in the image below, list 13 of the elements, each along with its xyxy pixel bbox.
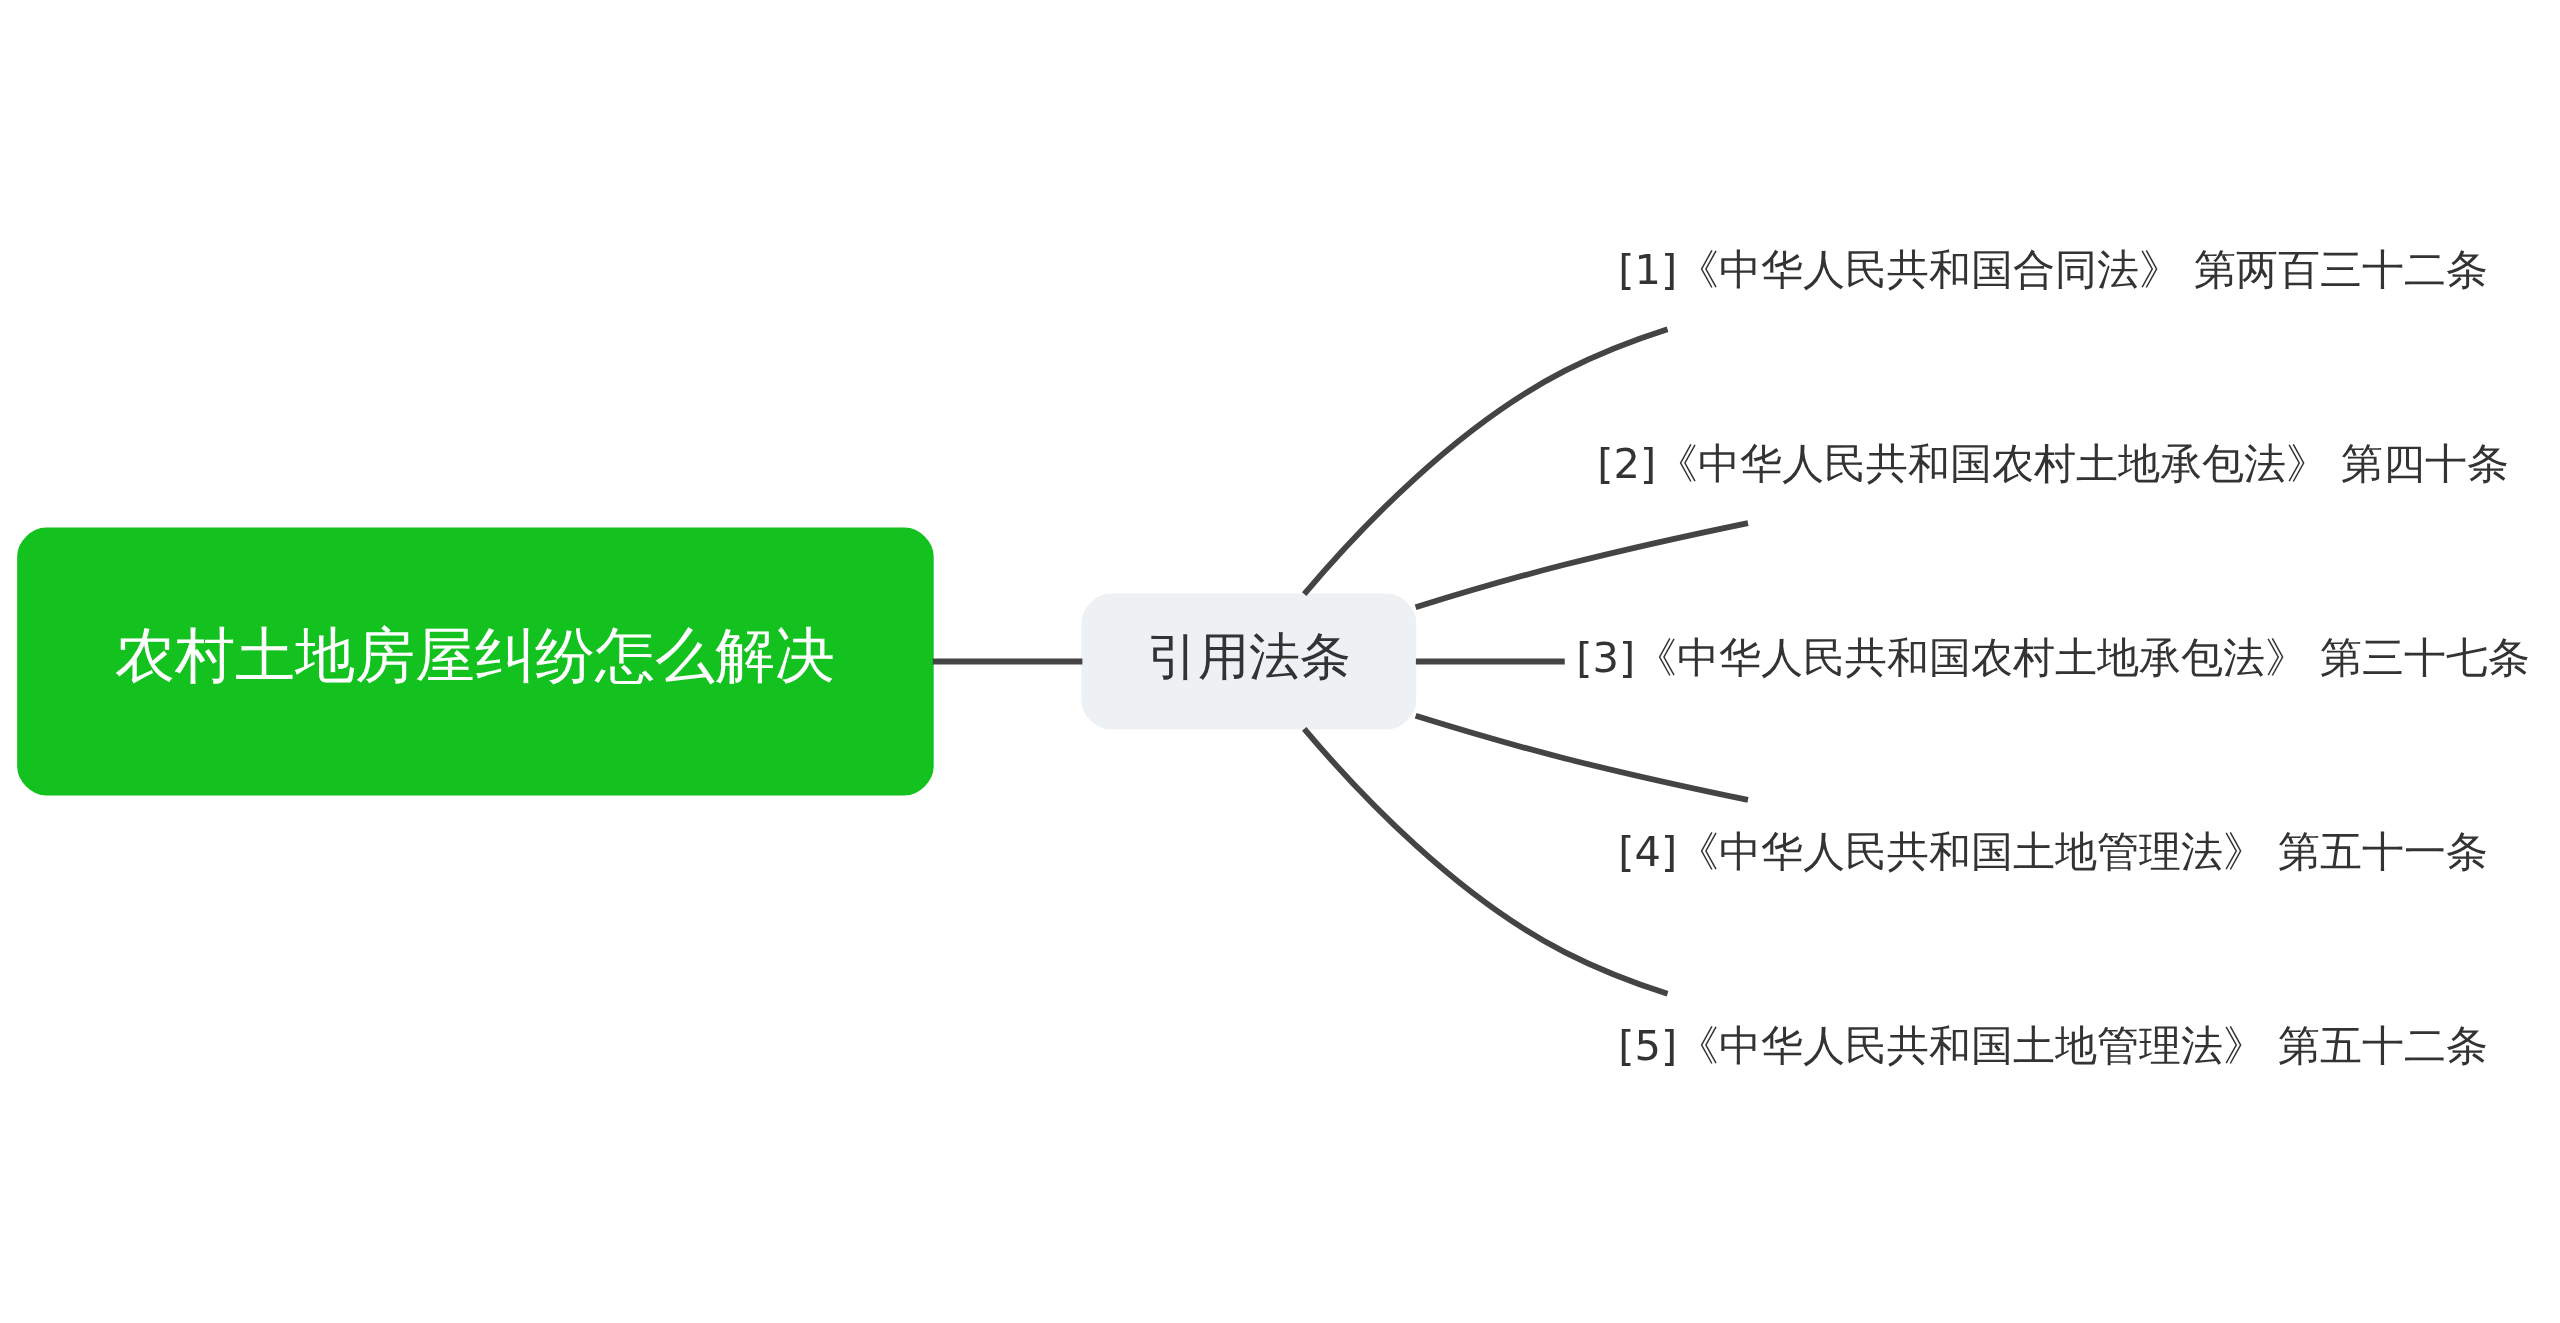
node-box: 引用法条 <box>1081 593 1417 730</box>
connector <box>1414 520 1749 610</box>
node-text: [5]《中华人民共和国土地管理法》 第五十二条 <box>1618 1020 2489 1070</box>
connector <box>1414 713 1749 803</box>
node-text: [3]《中华人民共和国农村土地承包法》 第三十七条 <box>1576 632 2531 682</box>
node-box: 农村土地房屋纠纷怎么解决 <box>17 527 934 796</box>
node-text: [2]《中华人民共和国农村土地承包法》 第四十条 <box>1597 438 2510 488</box>
connector <box>1302 326 1669 597</box>
connector <box>1415 658 1565 665</box>
connector <box>1302 726 1669 997</box>
node-text: [1]《中华人民共和国合同法》 第两百三十二条 <box>1618 244 2489 294</box>
connector <box>932 658 1083 665</box>
node-text: [4]《中华人民共和国土地管理法》 第五十一条 <box>1618 826 2489 876</box>
